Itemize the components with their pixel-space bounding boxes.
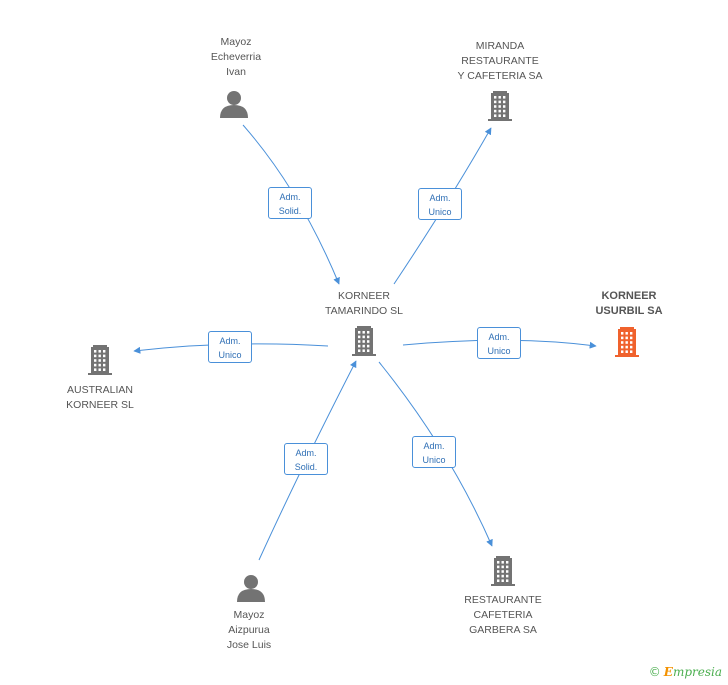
node-label-restaurante-garbera[interactable]: RESTAURANTE CAFETERIA GARBERA SA — [464, 594, 542, 636]
relation-label: Adm. Unico — [208, 331, 252, 363]
relation-label: Adm. Solid. — [268, 187, 312, 219]
relation-type-text: Adm. — [423, 441, 445, 451]
relation-label: Adm. Unico — [418, 188, 462, 220]
relation-kind-text: Unico — [422, 455, 446, 465]
node-label-mayoz-aizpurua[interactable]: Mayoz Aizpurua Jose Luis — [226, 609, 272, 651]
relation-label: Adm. Solid. — [284, 443, 328, 475]
node-label-australian-korneer[interactable]: AUSTRALIAN KORNEER SL — [66, 384, 134, 411]
node-label-miranda[interactable]: MIRANDA RESTAURANTE Y CAFETERIA SA — [457, 40, 543, 82]
relation-type-text: Adm. — [295, 448, 317, 458]
relation-kind-text: Unico — [487, 346, 511, 356]
person-icon[interactable] — [220, 91, 248, 118]
person-icon[interactable] — [237, 575, 265, 602]
relation-label: Adm. Unico — [477, 327, 521, 359]
relation-type-text: Adm. — [219, 336, 241, 346]
relation-label: Adm. Unico — [412, 436, 456, 468]
node-label-mayoz-echeverria[interactable]: Mayoz Echeverria Ivan — [210, 36, 262, 78]
relation-kind-text: Solid. — [294, 462, 318, 472]
building-icon[interactable] — [88, 345, 112, 375]
relation-type-text: Adm. — [279, 192, 301, 202]
empresia-watermark: ©Empresia — [648, 665, 722, 679]
node-label-korneer-tamarindo[interactable]: KORNEER TAMARINDO SL — [325, 290, 403, 317]
building-icon[interactable] — [615, 327, 639, 357]
relation-kind-text: Unico — [428, 207, 452, 217]
relation-kind-text: Solid. — [278, 206, 302, 216]
building-icon[interactable] — [352, 326, 376, 356]
building-icon[interactable] — [488, 91, 512, 121]
relation-kind-text: Unico — [218, 350, 242, 360]
relation-type-text: Adm. — [488, 332, 510, 342]
building-icon[interactable] — [491, 556, 515, 586]
relation-type-text: Adm. — [429, 193, 451, 203]
node-label-korneer-usurbil[interactable]: KORNEER USURBIL SA — [595, 290, 663, 317]
